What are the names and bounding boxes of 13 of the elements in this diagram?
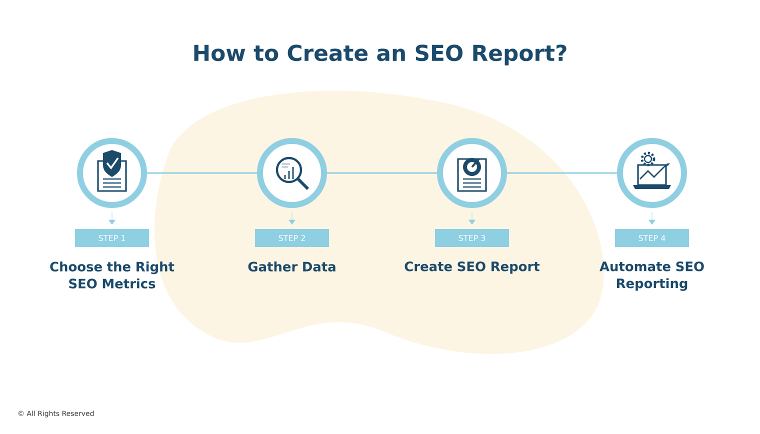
pointer-arrow <box>468 212 476 225</box>
pointer-arrow <box>648 212 656 225</box>
step-title: Create SEO Report <box>404 262 540 274</box>
connector-line <box>327 172 437 174</box>
step-circle <box>617 138 687 208</box>
connector-line <box>507 172 617 174</box>
step-title: Choose the Right SEO Metrics <box>50 262 174 288</box>
title: How to Create an SEO Report? <box>194 44 566 66</box>
connector-line <box>147 172 257 174</box>
pointer-arrow <box>288 212 296 225</box>
step-title: Automate SEO Reporting <box>600 262 704 291</box>
step-title: Gather Data <box>248 262 336 272</box>
pointer-arrow <box>108 212 116 225</box>
